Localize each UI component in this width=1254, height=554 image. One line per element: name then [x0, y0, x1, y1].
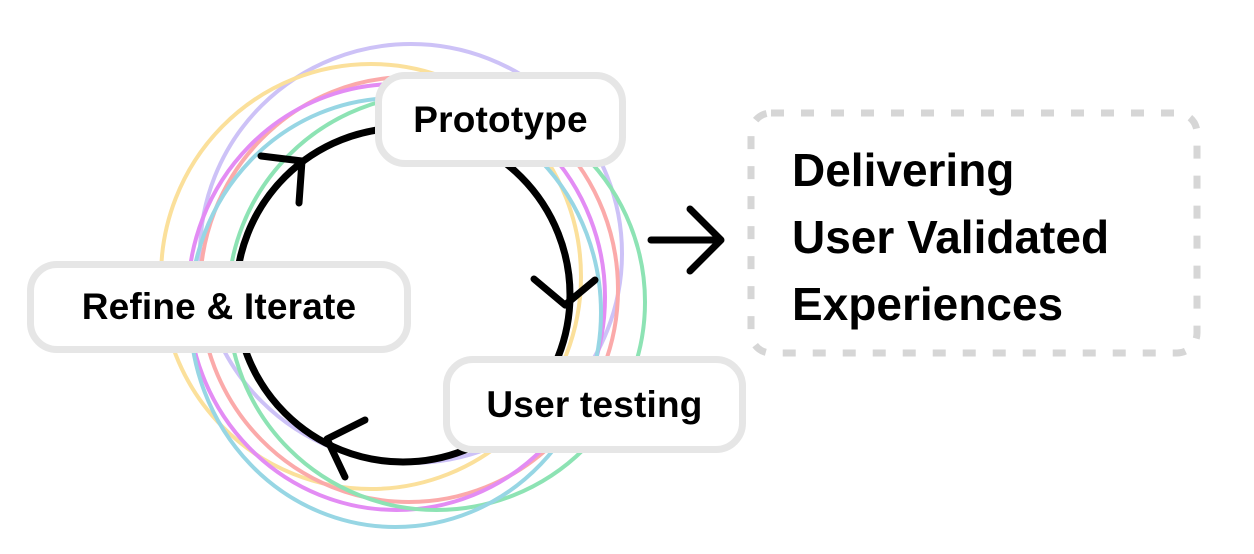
- arrow-right-icon: [647, 205, 725, 275]
- outcome-line-3: Experiences: [792, 278, 1064, 330]
- outcome-dashed-box: [747, 109, 1201, 357]
- cycle-arrowhead-bottom: [323, 416, 369, 481]
- step-prototype-label: Prototype: [413, 98, 588, 140]
- step-refine-iterate: Refine & Iterate: [27, 261, 411, 353]
- cycle-arrowhead-right: [530, 275, 599, 309]
- step-user-testing: User testing: [443, 356, 746, 453]
- step-refine-iterate-label: Refine & Iterate: [81, 286, 357, 327]
- step-prototype: Prototype: [375, 72, 626, 167]
- outcome-line-1: Delivering: [792, 144, 1015, 196]
- outcome-text: Delivering User Validated Experiences: [792, 137, 1109, 338]
- step-user-testing-label: User testing: [486, 383, 703, 425]
- cycle-arrowhead-top-left: [257, 152, 306, 207]
- outcome-line-2: User Validated: [792, 211, 1110, 263]
